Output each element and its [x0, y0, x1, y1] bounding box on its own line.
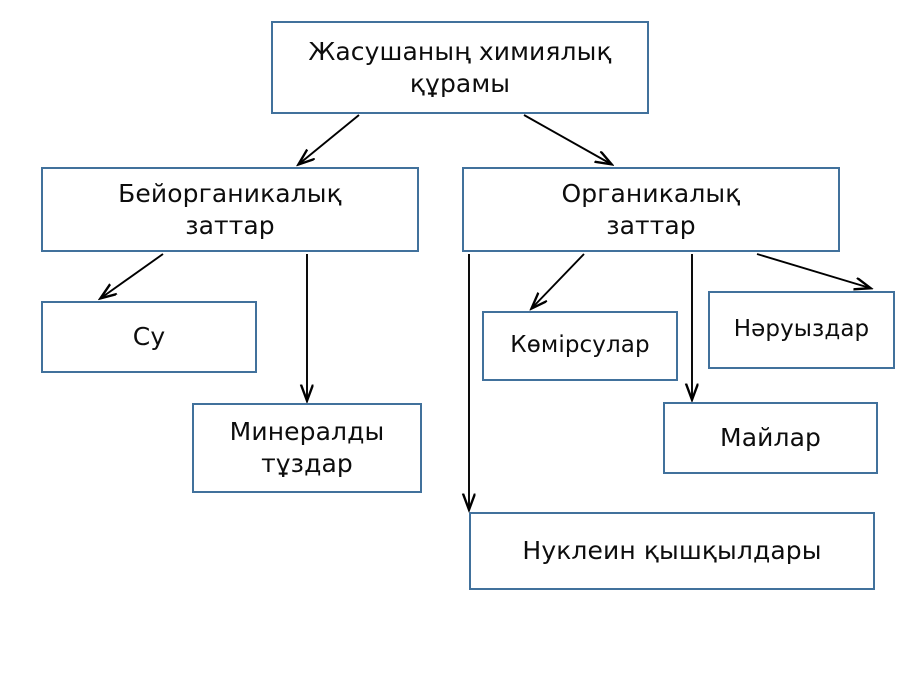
node-label: Жасушаның химиялық құрамы [308, 36, 612, 98]
node-label: Минералды тұздар [229, 417, 385, 478]
node-water[interactable]: Су [41, 301, 257, 373]
node-label: Су [132, 322, 166, 351]
edge-inorganic-to-water [101, 253, 164, 298]
node-label: Майлар [720, 423, 821, 452]
node-label: Көмірсулар [510, 332, 650, 359]
node-nucleic-acids[interactable]: Нуклеин қышқылдары [469, 512, 875, 590]
node-label: Нәруыздар [733, 316, 870, 343]
node-inorganic-substances[interactable]: Бейорганикалық заттар [41, 167, 419, 252]
node-label: Органикалық заттар [561, 178, 741, 240]
node-cell-chemical-composition[interactable]: Жасушаның химиялық құрамы [271, 21, 649, 114]
node-fats[interactable]: Майлар [663, 402, 878, 474]
edge-root-to-inorganic [299, 114, 360, 164]
edge-organic-to-proteins [756, 253, 870, 288]
edge-organic-to-carbs [532, 253, 585, 308]
node-label: Бейорганикалық заттар [118, 178, 342, 240]
node-mineral-salts[interactable]: Минералды тұздар [192, 403, 422, 493]
edge-root-to-organic [523, 114, 611, 164]
node-proteins[interactable]: Нәруыздар [708, 291, 895, 369]
node-organic-substances[interactable]: Органикалық заттар [462, 167, 840, 252]
node-carbohydrates[interactable]: Көмірсулар [482, 311, 678, 381]
node-label: Нуклеин қышқылдары [522, 536, 822, 565]
